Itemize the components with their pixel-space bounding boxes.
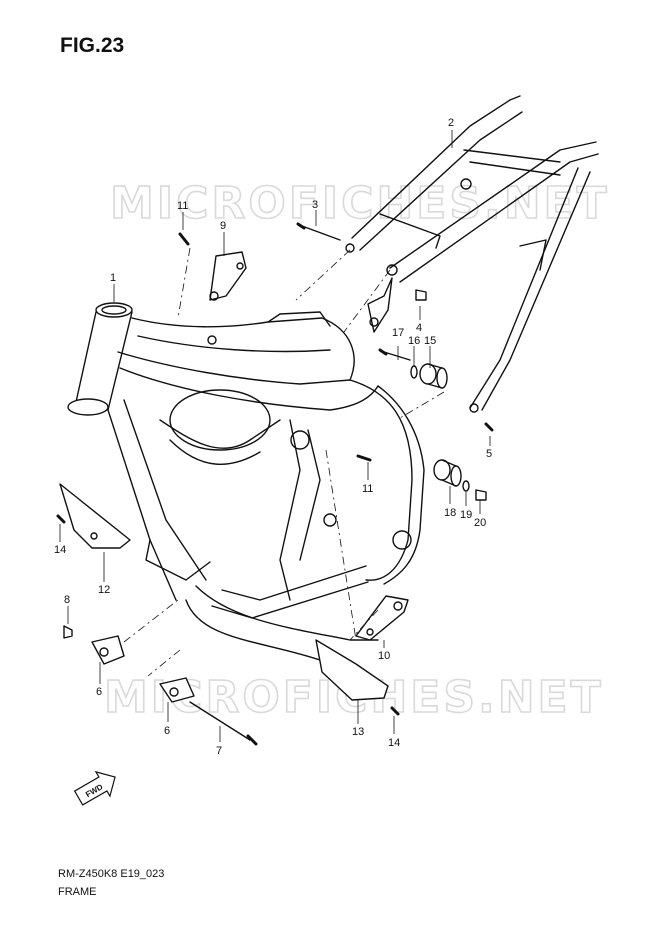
callout-16: 16 (408, 335, 420, 347)
callout-6b: 6 (164, 725, 170, 737)
callout-17: 17 (392, 327, 404, 339)
bolt-3 (296, 222, 341, 241)
subframe-bracket (367, 277, 393, 333)
figure-code: RM-Z450K8 E19_023 (58, 868, 165, 880)
callout-11b: 11 (362, 483, 373, 495)
leader-lines (59, 130, 491, 742)
callout-19: 19 (460, 509, 472, 521)
callout-11a: 11 (177, 200, 188, 212)
frame-guard-13 (315, 639, 389, 701)
bushing-18 (433, 459, 462, 487)
bushing-15 (419, 363, 448, 389)
callout-13: 13 (352, 726, 364, 738)
nut-4 (415, 289, 427, 301)
callout-18: 18 (444, 507, 456, 519)
engine-bracket-10 (355, 595, 409, 641)
callout-4: 4 (416, 322, 422, 334)
callout-2: 2 (448, 117, 454, 129)
callout-5: 5 (486, 448, 492, 460)
rear-subframe (345, 95, 599, 413)
callout-12: 12 (98, 584, 110, 596)
nut-8 (63, 625, 73, 639)
bolt-11-upper (178, 232, 190, 246)
frame-guard-12 (59, 483, 131, 549)
bolt-17 (378, 348, 411, 361)
callout-3: 3 (312, 199, 318, 211)
watermark-top: MICROFICHES.NET (110, 178, 610, 229)
callout-1: 1 (110, 272, 116, 284)
figure-caption: FRAME (58, 886, 97, 898)
callout-15: 15 (424, 335, 436, 347)
callout-14a: 14 (54, 544, 66, 556)
head-tube (67, 302, 133, 416)
engine-bracket-9 (209, 251, 247, 301)
callout-20: 20 (474, 517, 486, 529)
bolt-7 (189, 701, 258, 746)
bolt-11-lower (356, 454, 372, 462)
callout-7: 7 (216, 745, 222, 757)
callout-10: 10 (378, 650, 390, 662)
main-frame (107, 311, 425, 669)
callout-8: 8 (64, 594, 70, 606)
fwd-arrow: FWD (73, 770, 116, 806)
figure-title: FIG.23 (60, 34, 125, 57)
callout-9: 9 (220, 220, 226, 232)
washer-16 (410, 365, 418, 379)
bolt-14b (390, 706, 400, 716)
nut-20 (475, 489, 487, 501)
engine-mount-6a (91, 635, 125, 665)
bolt-14a (56, 514, 66, 524)
engine-mount-6b (159, 677, 195, 703)
callout-6a: 6 (96, 686, 102, 698)
callout-14b: 14 (388, 737, 400, 749)
washer-19 (462, 480, 470, 492)
bolt-5 (484, 422, 494, 432)
